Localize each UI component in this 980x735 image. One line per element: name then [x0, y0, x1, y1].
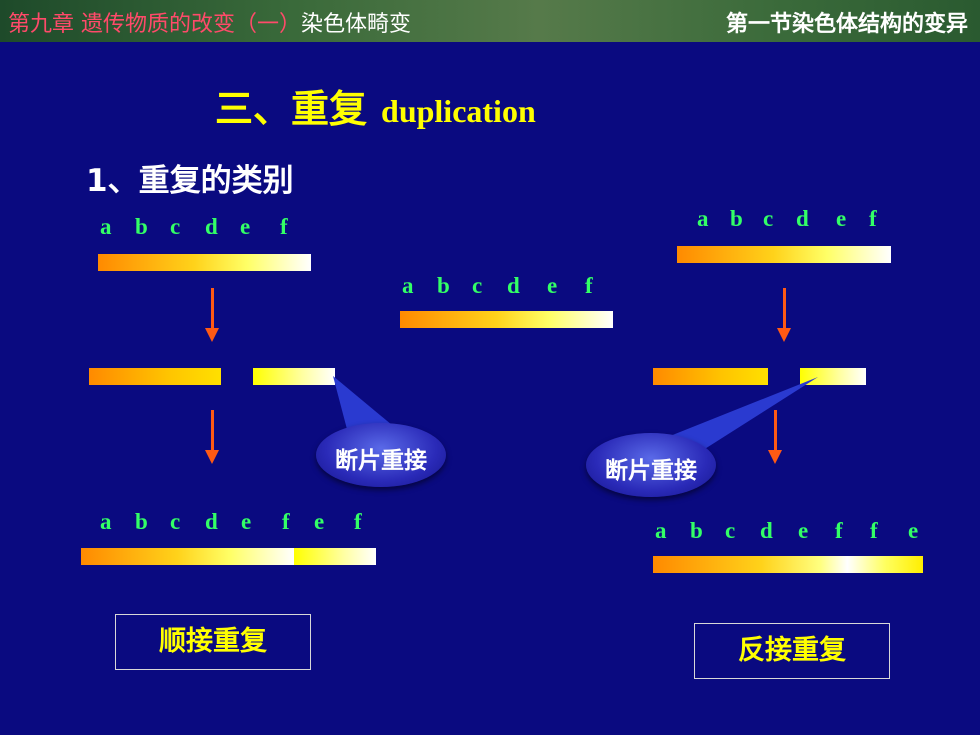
gene-label: d — [205, 214, 218, 239]
gene-label: c — [763, 206, 774, 231]
gene-label: a — [655, 518, 667, 543]
gene-label: c — [725, 518, 736, 543]
gene-label: e — [241, 509, 252, 534]
chapter-title: 第九章 遗传物质的改变（一）染色体畸变 — [8, 6, 411, 38]
chromosome-original-left — [98, 254, 311, 271]
chromosome-reverse-result — [653, 556, 923, 573]
slide-title: 三、重复 duplication — [215, 78, 536, 133]
callout-label-left: 断片重接 — [335, 448, 427, 474]
gene-label: f — [585, 273, 593, 298]
callout-tail-right — [655, 377, 818, 452]
slide-title-en: duplication — [381, 93, 536, 129]
chromosome-tandem-dup — [294, 548, 376, 565]
header-bar: 第九章 遗传物质的改变（一）染色体畸变 第一节染色体结构的变异 — [0, 0, 980, 42]
gene-label: d — [507, 273, 520, 298]
chapter-title-white: 染色体畸变 — [301, 12, 412, 37]
gene-label: f — [835, 518, 843, 543]
gene-label: b — [437, 273, 450, 298]
gene-label: a — [100, 509, 112, 534]
label-tandem-duplication: 顺接重复 — [115, 614, 311, 670]
callout-tail-left — [333, 376, 392, 433]
chapter-title-red: 第九章 遗传物质的改变（一） — [8, 12, 301, 37]
gene-label: c — [170, 214, 181, 239]
arrow-down-icon — [205, 288, 219, 342]
arrow-down-icon — [205, 410, 219, 464]
callout-label-right: 断片重接 — [605, 458, 697, 484]
gene-label: e — [240, 214, 251, 239]
gene-label: f — [354, 509, 362, 534]
gene-label: e — [798, 518, 809, 543]
gene-label: e — [314, 509, 325, 534]
chromosome-original-right — [677, 246, 891, 263]
gene-label: a — [697, 206, 709, 231]
gene-label: a — [100, 214, 112, 239]
callout-bubble-left: 断片重接 — [316, 423, 446, 487]
gene-label: b — [135, 214, 148, 239]
arrow-down-icon — [777, 288, 791, 342]
gene-label: b — [135, 509, 148, 534]
gene-label: b — [690, 518, 703, 543]
section-title: 第一节染色体结构的变异 — [725, 12, 968, 37]
gene-label: d — [760, 518, 773, 543]
chromosome-segment-right-main — [653, 368, 768, 385]
label-reverse-duplication: 反接重复 — [694, 623, 890, 679]
arrow-down-icon — [768, 410, 782, 464]
chromosome-fragment-left — [253, 368, 335, 385]
slide-title-cn: 三、重复 — [215, 87, 368, 131]
chromosome-segment-left-main — [89, 368, 221, 385]
gene-label: b — [730, 206, 743, 231]
gene-label: f — [869, 206, 877, 231]
gene-label: d — [796, 206, 809, 231]
gene-label: c — [472, 273, 483, 298]
gene-label: a — [402, 273, 414, 298]
chromosome-donor — [400, 311, 613, 328]
gene-label: f — [282, 509, 290, 534]
gene-label: f — [870, 518, 878, 543]
chromosome-tandem-main — [81, 548, 294, 565]
gene-label: c — [170, 509, 181, 534]
gene-label: e — [547, 273, 558, 298]
gene-label: e — [908, 518, 919, 543]
gene-label: d — [205, 509, 218, 534]
gene-label: f — [280, 214, 288, 239]
chromosome-fragment-right — [800, 368, 866, 385]
section-subtitle: 1、重复的类别 — [86, 163, 294, 199]
callout-bubble-right: 断片重接 — [586, 433, 716, 497]
gene-label: e — [836, 206, 847, 231]
